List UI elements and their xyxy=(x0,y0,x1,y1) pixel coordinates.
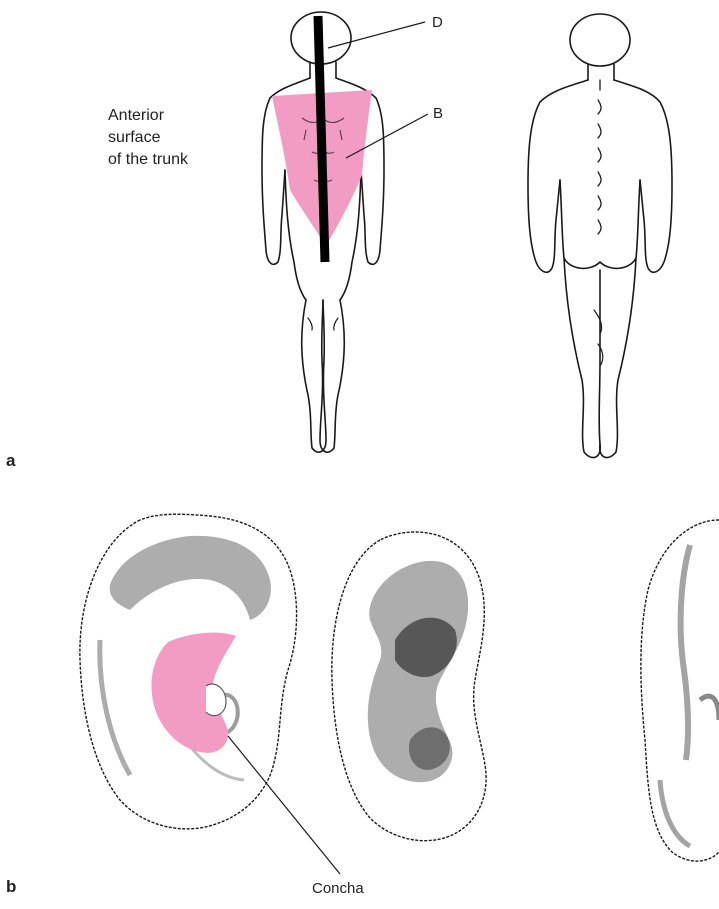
panel-a: D B Anterior surface of the trunk a xyxy=(6,12,672,470)
label-b: B xyxy=(433,105,443,122)
human-back-figure xyxy=(528,14,672,458)
label-trunk-line-3: of the trunk xyxy=(108,151,189,168)
label-trunk-line-2: surface xyxy=(108,129,161,146)
panel-b: Concha b xyxy=(6,514,719,897)
ear-right-partial xyxy=(641,520,719,861)
label-d: D xyxy=(432,14,443,31)
ear-left xyxy=(80,514,297,829)
label-trunk-line-1: Anterior xyxy=(108,107,165,124)
label-concha: Concha xyxy=(312,880,364,897)
ear-middle xyxy=(332,532,486,841)
callout-line-d xyxy=(328,22,425,48)
panel-label-a: a xyxy=(6,451,16,470)
panel-label-b: b xyxy=(6,877,16,896)
